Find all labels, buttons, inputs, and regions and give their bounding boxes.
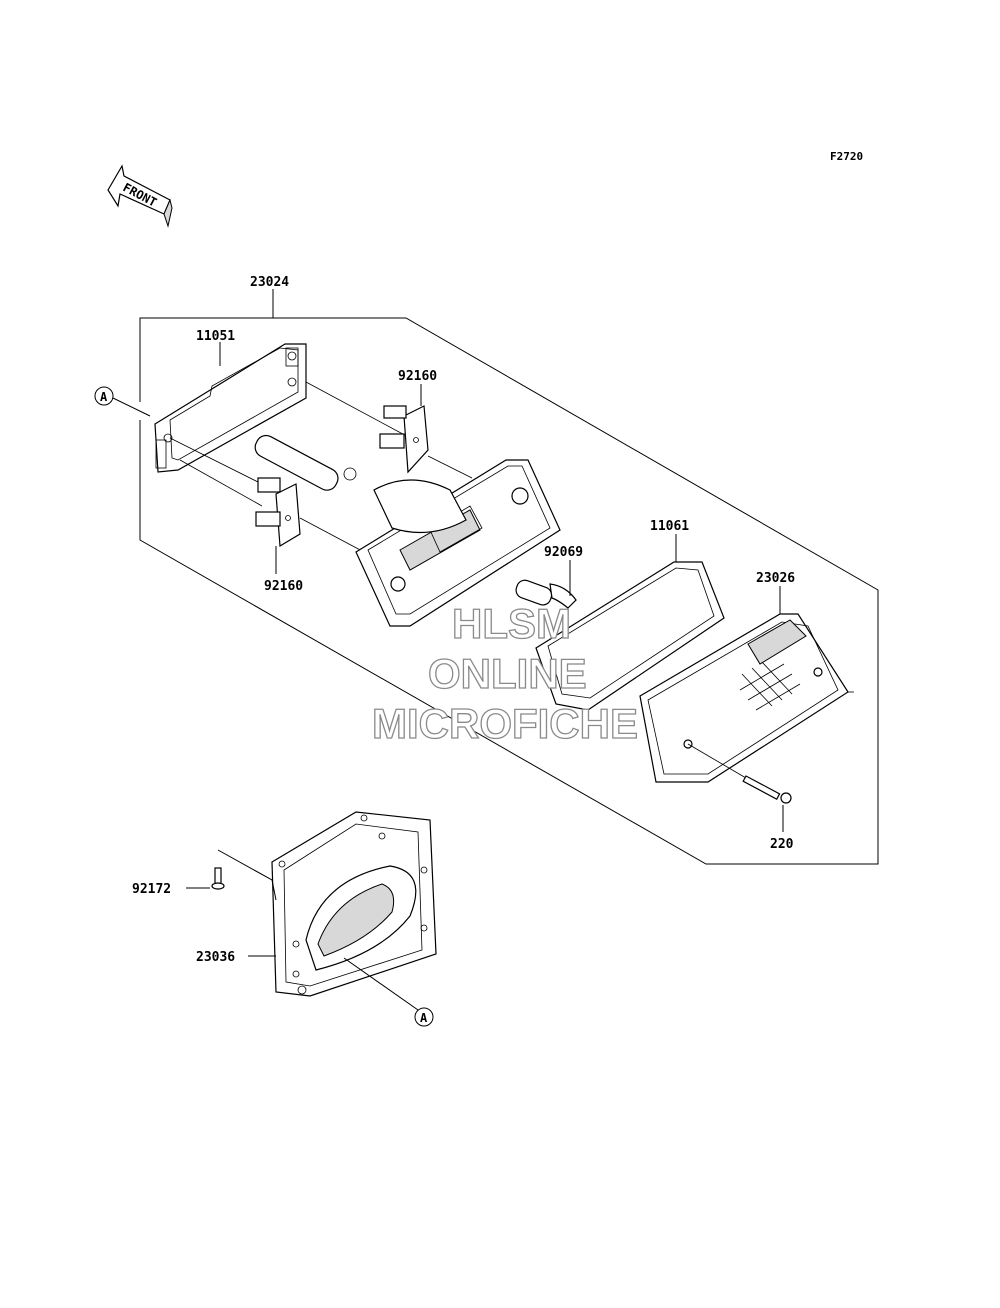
watermark: HLSM ONLINE MICROFICHE <box>371 599 638 747</box>
svg-text:ONLINE: ONLINE <box>428 650 587 697</box>
label-23024: 23024 <box>250 275 289 290</box>
svg-text:HLSM: HLSM <box>452 600 571 647</box>
label-92160-bottom: 92160 <box>264 579 303 594</box>
label-92172: 92172 <box>132 882 171 897</box>
screw-220 <box>687 743 792 832</box>
socket-92160-bottom <box>255 477 365 574</box>
label-92069: 92069 <box>544 545 583 560</box>
label-11051: 11051 <box>196 329 235 344</box>
label-23026: 23026 <box>756 571 795 586</box>
socket-92160-top <box>379 384 473 479</box>
label-220: 220 <box>770 837 794 852</box>
ref-a-top: A <box>94 386 151 417</box>
svg-text:MICROFICHE: MICROFICHE <box>372 700 638 747</box>
svg-text:A: A <box>100 390 108 404</box>
housing-23024 <box>355 459 561 627</box>
front-arrow-icon: FRONT <box>107 164 173 228</box>
bracket-23036 <box>271 811 437 997</box>
bulb-92069 <box>515 560 577 609</box>
ref-a-bottom: A <box>343 957 434 1027</box>
gasket-11051 <box>154 342 307 473</box>
figure-code: F2720 <box>830 150 863 163</box>
screw-92172 <box>186 849 277 901</box>
lens-23026 <box>639 586 854 783</box>
bulb-long <box>254 434 357 491</box>
label-11061: 11061 <box>650 519 689 534</box>
label-92160-top: 92160 <box>398 369 437 384</box>
gasket-11061 <box>535 534 725 711</box>
label-23036: 23036 <box>196 950 235 965</box>
assembly-outline-23024 <box>139 289 879 865</box>
svg-text:A: A <box>420 1011 428 1025</box>
